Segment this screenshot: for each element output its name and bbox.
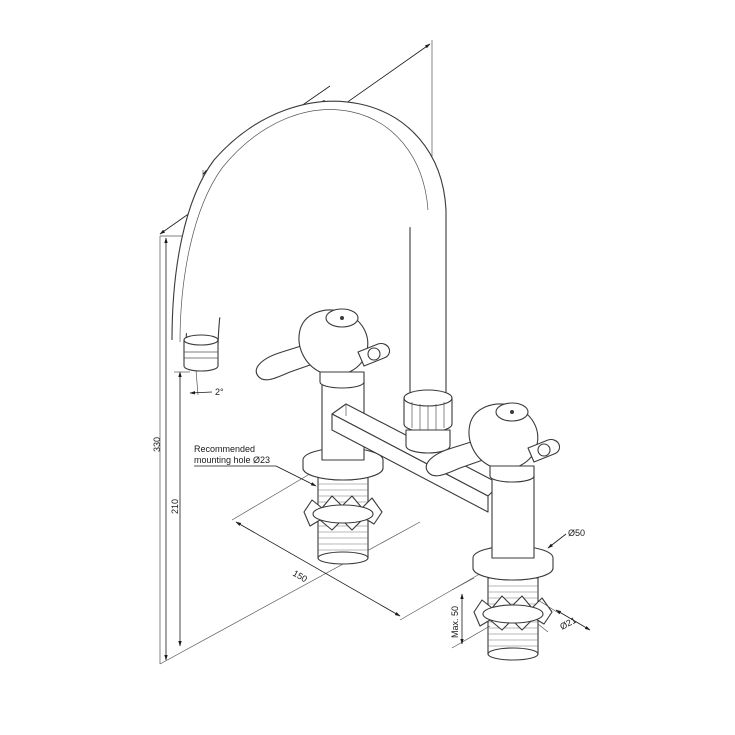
base-reference-line: [159, 521, 421, 665]
dimension-label-max-deck: Max. 50: [450, 606, 460, 638]
left-mounting-shank: [303, 475, 383, 565]
dimension-spout-angle: 2°: [189, 369, 224, 397]
right-lever-handle: [425, 402, 561, 483]
dimension-max-deck: Max. 50: [450, 577, 491, 649]
dimension-total-height: 330: [152, 236, 168, 664]
dimension-label-330: 330: [152, 437, 162, 452]
dimension-label-150: 150: [291, 568, 309, 584]
dimension-label-210: 210: [170, 499, 180, 514]
right-mounting-shank: [473, 577, 553, 661]
dimension-label-flange: Ø50: [568, 528, 585, 538]
mounting-hole-note: Recommended mounting hole Ø23: [194, 444, 317, 487]
left-lever-handle: [255, 308, 391, 389]
dimension-label-thread: Ø21: [558, 615, 578, 632]
mounting-hole-note-line2: mounting hole Ø23: [194, 455, 270, 465]
mounting-hole-note-line1: Recommended: [194, 444, 255, 454]
dimension-label-angle: 2°: [215, 387, 224, 397]
dimension-flange-diameter: Ø50: [547, 528, 585, 549]
swivel-spout: [171, 100, 453, 454]
dimension-spout-height: 210: [170, 371, 190, 647]
